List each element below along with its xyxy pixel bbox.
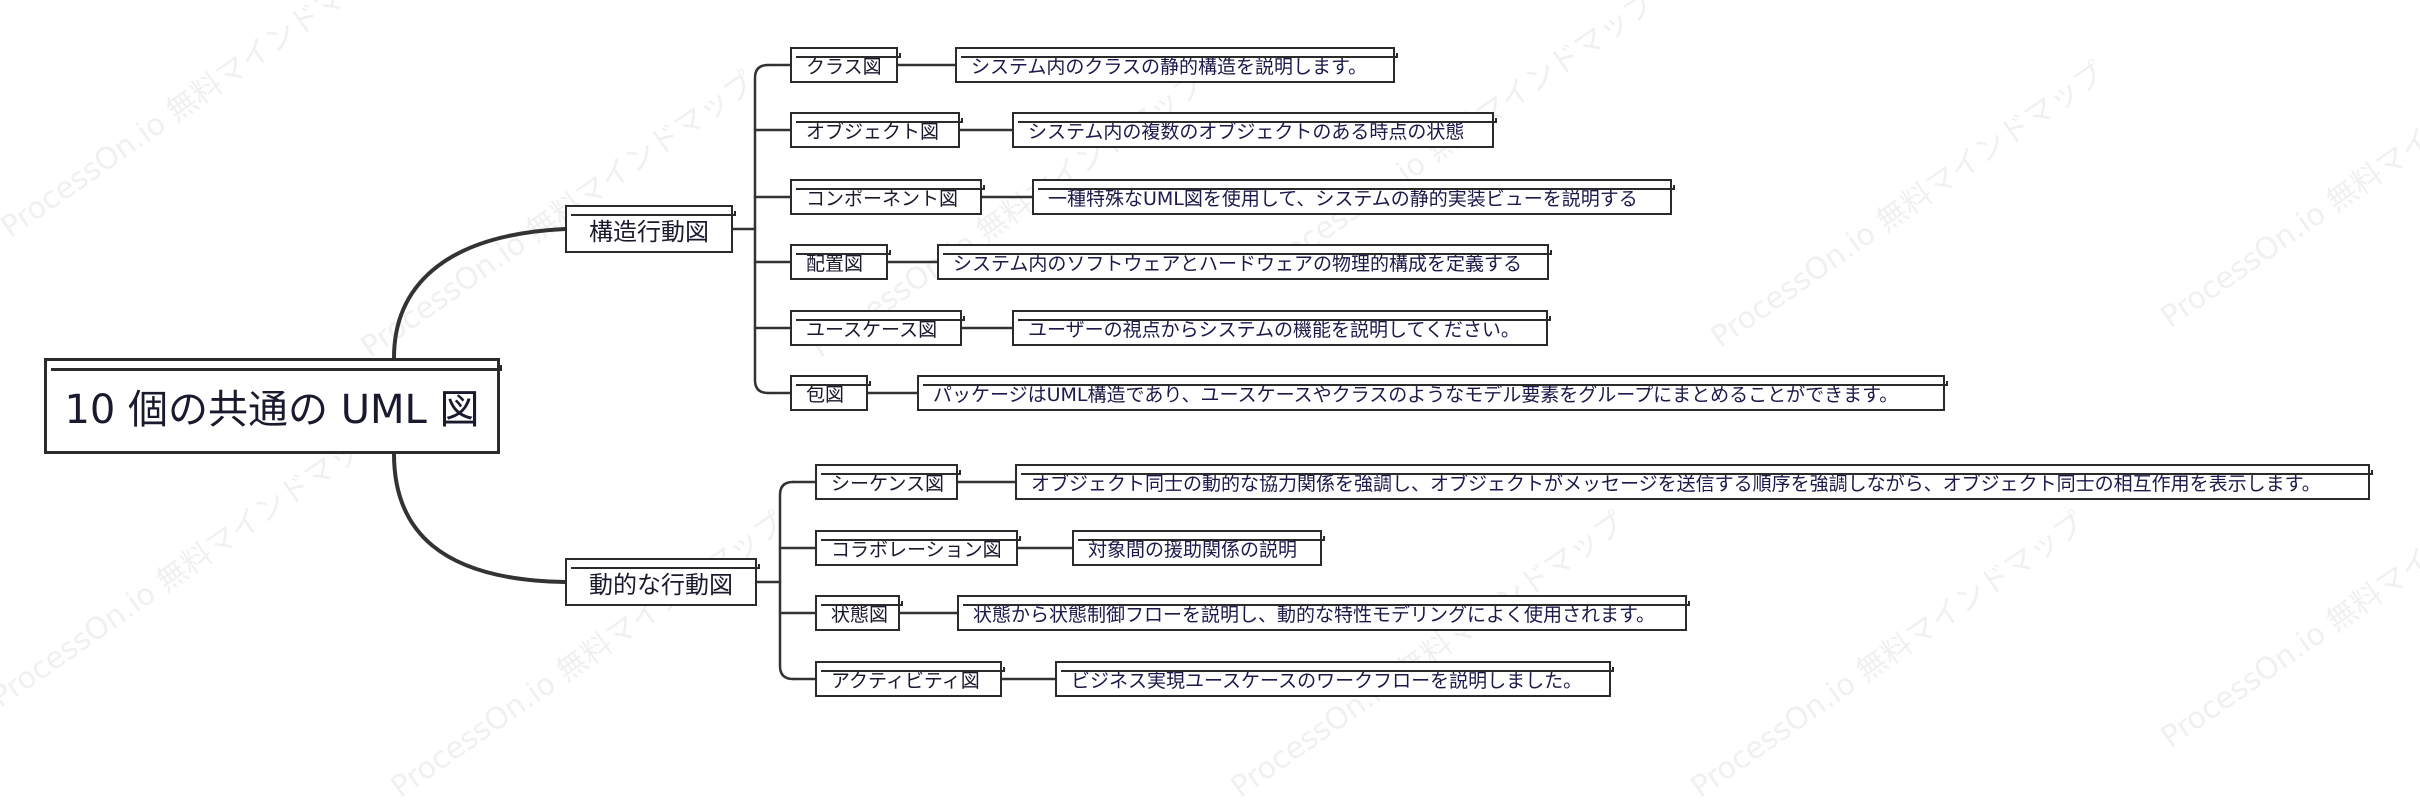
desc-usecase-diagram[interactable]: ユーザーの視点からシステムの機能を説明してください。 [1012,310,1551,346]
leaf-label: アクティビティ図 [831,669,980,692]
desc-component-diagram[interactable]: 一種特殊なUML図を使用して、システムの静的実装ビューを説明する [1032,179,1675,215]
desc-deployment-diagram[interactable]: システム内のソフトウェアとハードウェアの物理的構成を定義する [937,244,1552,280]
leaf-label: シーケンス図 [831,472,945,495]
desc-text: 状態から状態制御フローを説明し、動的な特性モデリングによく使用されます。 [973,603,1656,626]
connector-lines [392,63,1074,681]
leaf-label: ユースケース図 [806,318,938,341]
desc-text: パッケージはUML構造であり、ユースケースやクラスのようなモデル要素をグループに… [933,383,1899,406]
connector-root-branch-1 [392,227,567,360]
desc-text: 対象間の援助関係の説明 [1088,538,1298,561]
desc-text: ユーザーの視点からシステムの機能を説明してください。 [1028,318,1520,341]
branch-structural[interactable]: 構造行動図 [565,205,736,253]
leaf-activity-diagram[interactable]: アクティビティ図 [815,661,1005,697]
connector-branch-2-bracket [778,480,795,681]
desc-text: システム内のクラスの静的構造を説明します。 [971,55,1368,78]
leaf-label: 配置図 [806,252,864,275]
leaf-object-diagram[interactable]: オブジェクト図 [790,112,963,148]
root-label: 10 個の共通の UML 図 [64,387,480,433]
leaf-label: クラス図 [806,55,882,78]
leaf-component-diagram[interactable]: コンポーネント図 [790,179,985,215]
leaf-state-diagram[interactable]: 状態図 [815,595,903,631]
desc-object-diagram[interactable]: システム内の複数のオブジェクトのある時点の状態 [1012,112,1497,148]
desc-sequence-diagram[interactable]: オブジェクト同士の動的な協力関係を強調し、オブジェクトがメッセージを送信する順序… [1015,464,2373,500]
desc-text: システム内のソフトウェアとハードウェアの物理的構成を定義する [953,252,1523,275]
desc-collaboration-diagram[interactable]: 対象間の援助関係の説明 [1072,530,1325,566]
leaf-label: コンポーネント図 [806,187,959,210]
mindmap-canvas: 10 個の共通の UML 図 構造行動図 動的な行動図 クラス図 システム内のク… [44,47,2373,697]
leaf-class-diagram[interactable]: クラス図 [790,47,901,83]
leaf-label: 状態図 [831,603,889,626]
root-node[interactable]: 10 個の共通の UML 図 [44,358,502,454]
desc-text: 一種特殊なUML図を使用して、システムの静的実装ビューを説明する [1048,187,1638,210]
branch-behavioral[interactable]: 動的な行動図 [565,558,760,606]
desc-package-diagram[interactable]: パッケージはUML構造であり、ユースケースやクラスのようなモデル要素をグループに… [917,375,1948,411]
desc-activity-diagram[interactable]: ビジネス実現ユースケースのワークフローを説明しました。 [1055,661,1614,697]
connector-root-branch-2 [392,452,567,584]
leaf-label: 包図 [806,383,845,406]
leaf-label: オブジェクト図 [806,120,940,143]
desc-state-diagram[interactable]: 状態から状態制御フローを説明し、動的な特性モデリングによく使用されます。 [957,595,1690,631]
leaf-deployment-diagram[interactable]: 配置図 [790,244,891,280]
leaf-collaboration-diagram[interactable]: コラボレーション図 [815,530,1021,566]
leaf-label: コラボレーション図 [831,538,1002,561]
connector-branch-1-bracket [753,63,770,395]
branch-label: 動的な行動図 [589,570,733,599]
leaf-package-diagram[interactable]: 包図 [790,375,871,411]
desc-class-diagram[interactable]: システム内のクラスの静的構造を説明します。 [955,47,1398,83]
leaf-usecase-diagram[interactable]: ユースケース図 [790,310,965,346]
leaf-sequence-diagram[interactable]: シーケンス図 [815,464,961,500]
desc-text: ビジネス実現ユースケースのワークフローを説明しました。 [1071,669,1583,692]
desc-text: システム内の複数のオブジェクトのある時点の状態 [1028,120,1465,143]
desc-text: オブジェクト同士の動的な協力関係を強調し、オブジェクトがメッセージを送信する順序… [1031,472,2321,495]
branch-label: 構造行動図 [589,217,709,246]
